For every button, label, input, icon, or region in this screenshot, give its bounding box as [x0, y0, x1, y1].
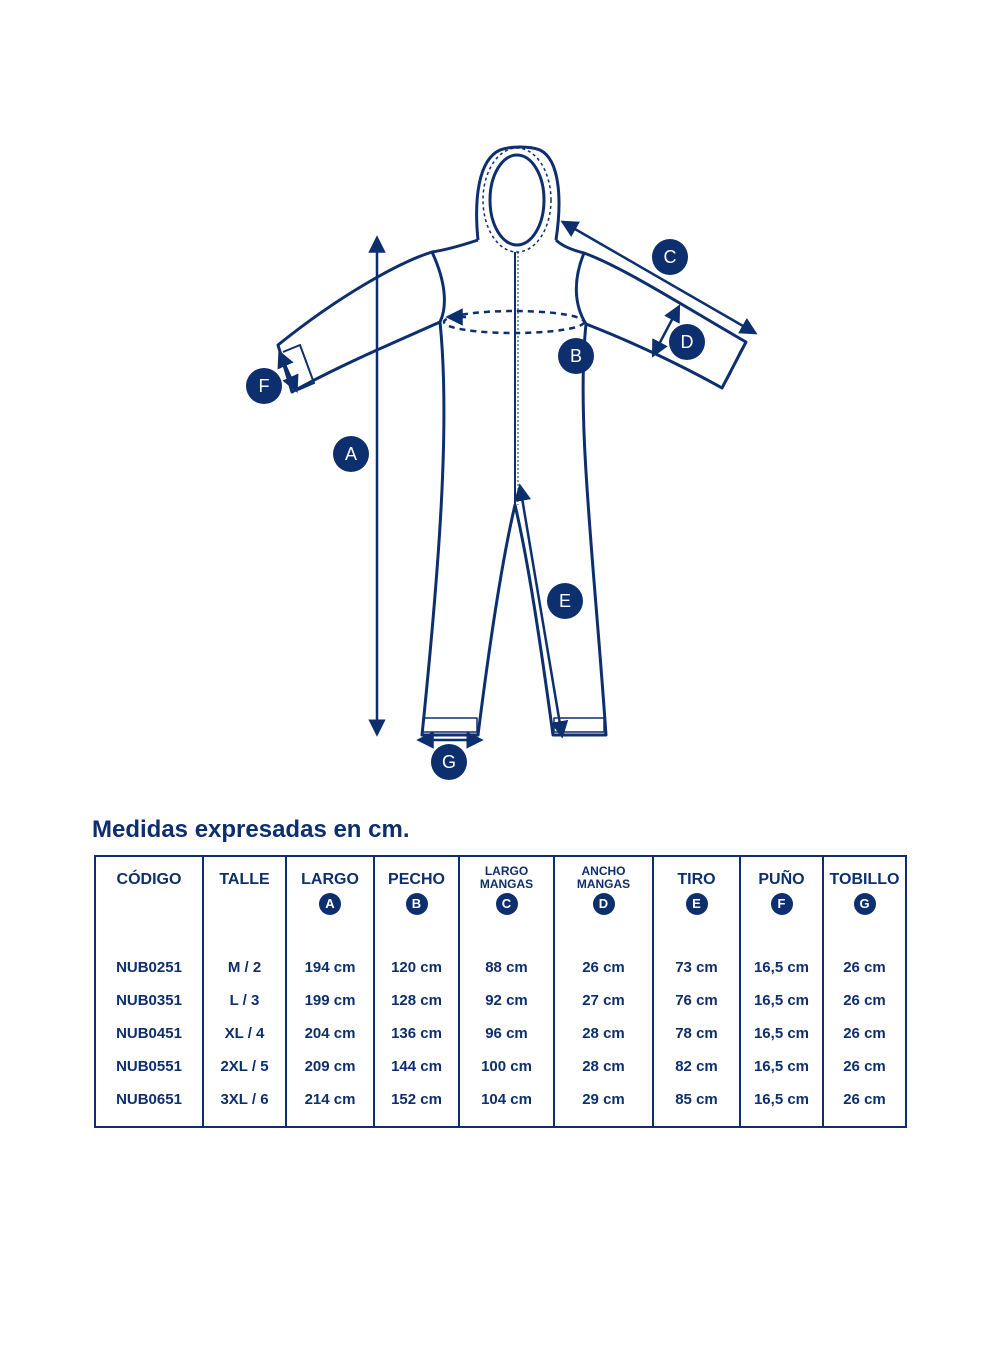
- svg-text:D: D: [681, 332, 694, 352]
- coverall-diagram: A B C D E F G: [246, 145, 758, 780]
- column-header: TALLE: [202, 856, 287, 941]
- column-header-label-line2: MANGAS: [479, 877, 534, 891]
- table-cell: 26 cm: [822, 984, 907, 1017]
- table-cell: XL / 4: [202, 1017, 287, 1050]
- table-cell: M / 2: [202, 941, 287, 984]
- table-cell: 16,5 cm: [739, 1017, 824, 1050]
- table-cell: 3XL / 6: [202, 1083, 287, 1127]
- table-cell: 209 cm: [285, 1050, 375, 1083]
- column-header-label: TOBILLO: [829, 871, 900, 888]
- column-letter-badge: F: [770, 893, 793, 915]
- label-b: B: [558, 338, 594, 374]
- column-header: LARGO A: [285, 856, 375, 941]
- label-g: G: [431, 744, 467, 780]
- table-cell: 26 cm: [553, 941, 654, 984]
- column-letter-badge: A: [319, 893, 341, 915]
- column-letter-badge: C: [495, 893, 518, 915]
- table-cell: 199 cm: [285, 984, 375, 1017]
- table-cell: 204 cm: [285, 1017, 375, 1050]
- svg-text:G: G: [442, 752, 456, 772]
- column-header: TIRO E: [652, 856, 741, 941]
- column-letter-badge: D: [592, 893, 615, 915]
- table-cell: 82 cm: [652, 1050, 741, 1083]
- table-cell: 92 cm: [458, 984, 555, 1017]
- table-cell: 120 cm: [373, 941, 460, 984]
- column-header-label: TIRO: [677, 871, 716, 888]
- table-cell: 152 cm: [373, 1083, 460, 1127]
- table-cell: 26 cm: [822, 1017, 907, 1050]
- column-header-label: ANCHO: [581, 864, 626, 878]
- column-header: PECHO B: [373, 856, 460, 941]
- measurement-arrows: [277, 220, 758, 749]
- svg-text:B: B: [570, 346, 582, 366]
- column-header-label: TALLE: [219, 871, 270, 888]
- column-letter-badge: G: [853, 893, 876, 915]
- column-header-label: CÓDIGO: [116, 871, 182, 888]
- table-cell: NUB0451: [94, 1017, 204, 1050]
- table-cell: 214 cm: [285, 1083, 375, 1127]
- table-cell: NUB0351: [94, 984, 204, 1017]
- table-cell: NUB0251: [94, 941, 204, 984]
- table-cell: 26 cm: [822, 1083, 907, 1127]
- table-cell: 194 cm: [285, 941, 375, 984]
- label-e: E: [547, 583, 583, 619]
- table-cell: 78 cm: [652, 1017, 741, 1050]
- label-f: F: [246, 368, 282, 404]
- table-cell: 144 cm: [373, 1050, 460, 1083]
- column-header: TOBILLO G: [822, 856, 907, 941]
- column-header-label: LARGO: [484, 864, 529, 878]
- table-cell: 16,5 cm: [739, 1050, 824, 1083]
- table-cell: L / 3: [202, 984, 287, 1017]
- table-cell: 128 cm: [373, 984, 460, 1017]
- column-header-label-line2: MANGAS: [576, 877, 631, 891]
- label-a: A: [333, 436, 369, 472]
- table-cell: 104 cm: [458, 1083, 555, 1127]
- table-cell: 73 cm: [652, 941, 741, 984]
- table-cell: NUB0551: [94, 1050, 204, 1083]
- svg-text:F: F: [259, 376, 270, 396]
- column-header-label: PUÑO: [758, 871, 805, 888]
- table-cell: 96 cm: [458, 1017, 555, 1050]
- label-c: C: [652, 239, 688, 275]
- table-cell: NUB0651: [94, 1083, 204, 1127]
- table-caption: Medidas expresadas en cm.: [92, 816, 410, 843]
- column-header: PUÑO F: [739, 856, 824, 941]
- table-cell: 76 cm: [652, 984, 741, 1017]
- table-cell: 27 cm: [553, 984, 654, 1017]
- table-cell: 26 cm: [822, 941, 907, 984]
- column-letter-badge: E: [685, 893, 708, 915]
- table-cell: 28 cm: [553, 1050, 654, 1083]
- svg-text:A: A: [345, 444, 357, 464]
- svg-text:E: E: [559, 591, 571, 611]
- table-cell: 16,5 cm: [739, 1083, 824, 1127]
- table-cell: 28 cm: [553, 1017, 654, 1050]
- table-cell: 100 cm: [458, 1050, 555, 1083]
- column-letter-badge: B: [405, 893, 428, 915]
- table-cell: 85 cm: [652, 1083, 741, 1127]
- table-cell: 16,5 cm: [739, 984, 824, 1017]
- label-d: D: [669, 324, 705, 360]
- table-cell: 2XL / 5: [202, 1050, 287, 1083]
- svg-text:C: C: [664, 247, 677, 267]
- table-cell: 136 cm: [373, 1017, 460, 1050]
- table-cell: 88 cm: [458, 941, 555, 984]
- column-header-label: PECHO: [388, 871, 445, 888]
- table-cell: 26 cm: [822, 1050, 907, 1083]
- column-header: CÓDIGO: [94, 856, 204, 941]
- table-cell: 29 cm: [553, 1083, 654, 1127]
- table-cell: 16,5 cm: [739, 941, 824, 984]
- column-header-label: LARGO: [301, 871, 359, 888]
